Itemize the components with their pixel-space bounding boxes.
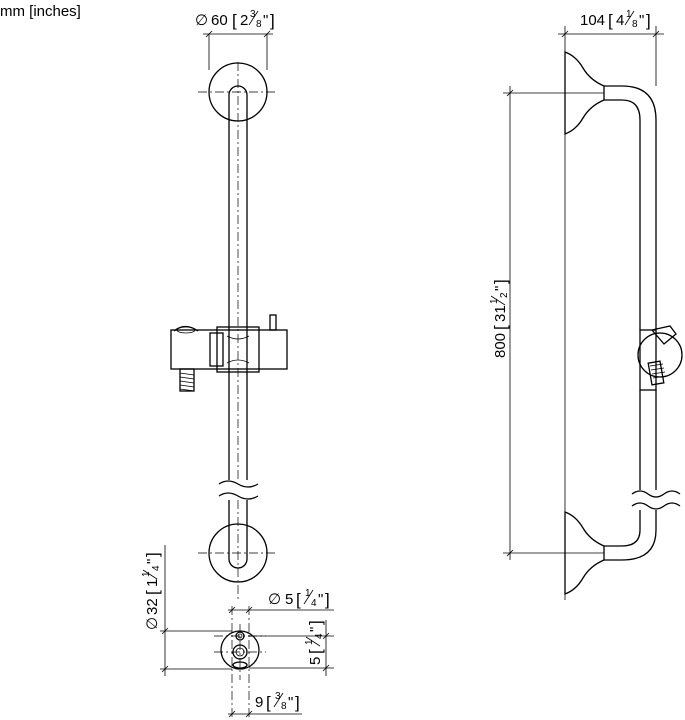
svg-text:2: 2 (499, 292, 510, 298)
svg-text:[: [ (306, 649, 325, 654)
dimension-hole-spacing-horizontal: 9 [ 3 8 " ] (228, 691, 302, 718)
svg-text:[: [ (232, 11, 237, 30)
svg-text:4: 4 (616, 12, 624, 29)
side-break-mark-top (631, 490, 681, 498)
svg-text:": " (307, 627, 324, 632)
side-slider (637, 325, 683, 391)
svg-text:]: ] (143, 552, 162, 557)
svg-text:2: 2 (240, 12, 248, 29)
top-bracket-arm (604, 85, 657, 330)
svg-text:]: ] (646, 11, 651, 30)
svg-text:∅: ∅ (268, 591, 281, 608)
dimension-base-diameter: ∅ 32 [ 1 1 4 " ] (141, 545, 232, 676)
dimension-hole-spacing-vertical: 5 [ 1 4 " ] (249, 620, 334, 676)
svg-text:]: ] (491, 279, 510, 284)
svg-text:9: 9 (255, 694, 263, 711)
svg-text:[: [ (266, 693, 271, 712)
svg-text:": " (318, 591, 323, 608)
svg-text:4: 4 (314, 633, 325, 639)
svg-text:32: 32 (144, 598, 161, 615)
svg-text:1: 1 (304, 639, 315, 645)
break-mark-top (218, 480, 259, 488)
bottom-bracket-flange (564, 511, 605, 595)
svg-text:4: 4 (151, 565, 162, 571)
svg-text:[: [ (296, 590, 301, 609)
rail-upper (228, 85, 248, 480)
svg-text:3: 3 (250, 9, 256, 20)
svg-text:1: 1 (141, 571, 152, 577)
rail-lower (228, 500, 248, 569)
dimension-projection: 104 [ 4 1 8 " ] (558, 9, 664, 86)
svg-text:8: 8 (281, 701, 287, 712)
svg-text:": " (144, 559, 161, 564)
svg-text:31: 31 (492, 305, 509, 322)
svg-text:]: ] (306, 620, 325, 625)
svg-text:[: [ (143, 590, 162, 595)
svg-text:1: 1 (489, 298, 500, 304)
svg-text:8: 8 (256, 19, 262, 30)
bottom-detail-view: ∅ 32 [ 1 1 4 " ] ∅ 5 [ 1 4 " ] (141, 545, 334, 720)
svg-text:∅: ∅ (195, 12, 208, 29)
svg-text:800: 800 (492, 333, 509, 358)
svg-text:]: ] (325, 590, 330, 609)
svg-text:]: ] (270, 11, 275, 30)
svg-text:": " (288, 694, 293, 711)
dimension-top-diameter: ∅ 60 [ 2 3 8 " ] (195, 9, 275, 70)
svg-text:5: 5 (285, 591, 293, 608)
svg-text:1: 1 (305, 588, 311, 599)
svg-text:": " (639, 12, 644, 29)
svg-text:]: ] (295, 693, 300, 712)
svg-text:60: 60 (211, 12, 228, 29)
dimension-height: 800 [ 31 1 2 " ] (489, 86, 565, 560)
svg-text:4: 4 (311, 598, 317, 609)
side-break-mark-bottom (631, 502, 681, 510)
units-label: mm [inches] (0, 3, 81, 20)
side-view: 104 [ 4 1 8 " ] 800 [ 31 1 2 " ] (489, 9, 683, 600)
bottom-bracket-arm (604, 510, 641, 547)
slider-holder (170, 314, 288, 392)
svg-text:": " (263, 12, 268, 29)
svg-text:104: 104 (580, 12, 605, 29)
dimension-hole-diameter: ∅ 5 [ 1 4 " ] (228, 588, 334, 614)
svg-text:3: 3 (275, 691, 281, 702)
svg-text:": " (492, 286, 509, 291)
svg-text:[: [ (491, 325, 510, 330)
break-mark-bottom (218, 492, 259, 500)
svg-text:5: 5 (307, 657, 324, 665)
svg-text:8: 8 (632, 19, 638, 30)
front-view: ∅ 60 [ 2 3 8 " ] (170, 9, 288, 600)
svg-text:1: 1 (626, 9, 632, 20)
svg-text:∅: ∅ (144, 617, 161, 630)
svg-text:1: 1 (144, 579, 161, 587)
svg-text:[: [ (608, 11, 613, 30)
